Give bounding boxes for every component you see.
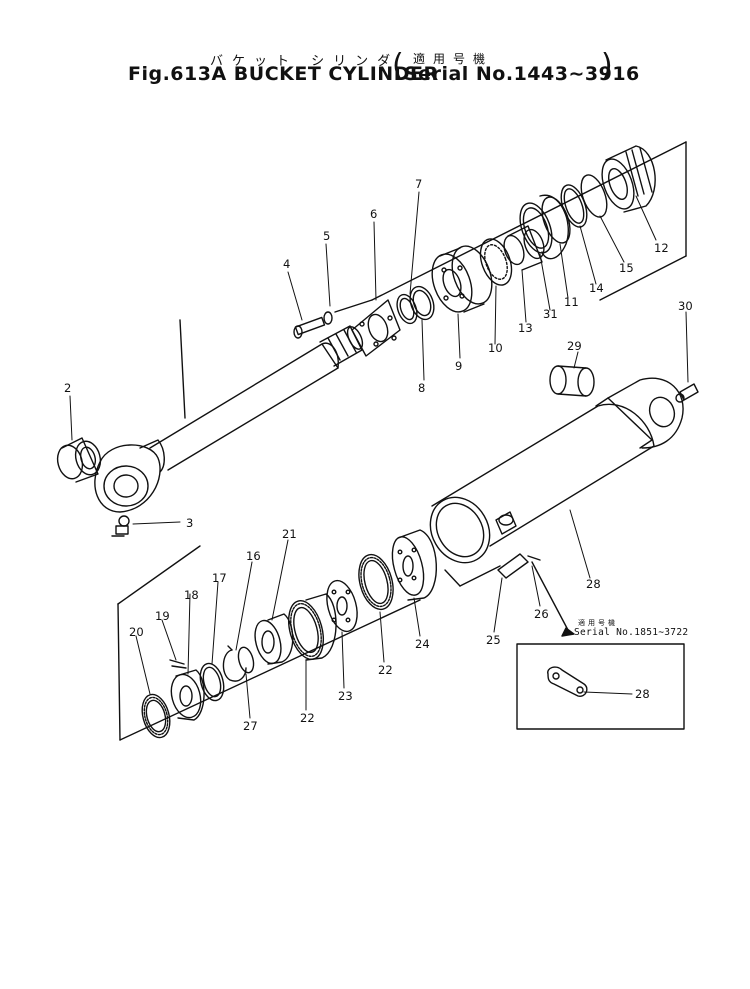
label-28-inset: 28 bbox=[635, 687, 650, 701]
fitting-30 bbox=[675, 383, 699, 403]
label-20: 20 bbox=[129, 625, 144, 639]
bolt-4 bbox=[293, 311, 333, 339]
serial-range: Serial No.1443∼3916 bbox=[404, 63, 640, 85]
inset-box bbox=[516, 643, 685, 730]
paren-close: ) bbox=[601, 48, 613, 83]
label-22a: 22 bbox=[378, 663, 393, 677]
label-15: 15 bbox=[619, 261, 634, 275]
ring-15 bbox=[580, 174, 608, 218]
leader-lines bbox=[69, 191, 689, 719]
label-11: 11 bbox=[564, 295, 579, 309]
ring-8 bbox=[409, 285, 435, 321]
label-10: 10 bbox=[488, 341, 503, 355]
label-8: 8 bbox=[418, 381, 425, 395]
rod-leader-line bbox=[179, 319, 186, 419]
label-6: 6 bbox=[370, 207, 377, 221]
label-2: 2 bbox=[64, 381, 71, 395]
plate-23 bbox=[326, 579, 358, 633]
label-3: 3 bbox=[186, 516, 193, 530]
ring-8-inner bbox=[412, 289, 432, 317]
jp-serial-label: 適用号機 bbox=[413, 52, 494, 66]
snap-ring-16 bbox=[222, 645, 247, 682]
bushing-13 bbox=[503, 225, 545, 271]
label-25: 25 bbox=[486, 633, 501, 647]
label-23: 23 bbox=[338, 689, 353, 703]
wear-ring-22a bbox=[358, 553, 394, 611]
fitting-25-26 bbox=[497, 553, 575, 637]
piston-24 bbox=[391, 529, 437, 601]
ring-27 bbox=[237, 646, 255, 674]
label-19: 19 bbox=[155, 609, 170, 623]
label-9: 9 bbox=[455, 359, 462, 373]
label-30: 30 bbox=[678, 299, 693, 313]
ring-14-inner bbox=[563, 188, 585, 224]
label-24: 24 bbox=[415, 637, 430, 651]
label-16: 16 bbox=[246, 549, 261, 563]
cylinder-tube-28 bbox=[429, 377, 684, 564]
gland-9 bbox=[431, 245, 493, 313]
label-18: 18 bbox=[184, 588, 199, 602]
ring-7 bbox=[396, 293, 418, 325]
ring-11-face bbox=[541, 196, 571, 244]
label-5: 5 bbox=[323, 229, 330, 243]
label-7: 7 bbox=[415, 177, 422, 191]
inset-serial-jp: 適用号機 bbox=[578, 619, 618, 627]
jp-title: バケット シリンダ bbox=[210, 54, 400, 69]
nut-18 bbox=[170, 669, 205, 721]
pin-19 bbox=[169, 659, 187, 669]
group-bracket-top bbox=[334, 141, 687, 313]
plate-28-inset bbox=[547, 666, 588, 697]
label-12: 12 bbox=[654, 241, 669, 255]
ring-21 bbox=[254, 613, 294, 665]
ring-31 bbox=[519, 202, 553, 254]
label-13: 13 bbox=[518, 321, 533, 335]
bushing-29 bbox=[549, 365, 595, 397]
label-29: 29 bbox=[567, 339, 582, 353]
ring-31-inner bbox=[522, 207, 550, 249]
ring-7-inner bbox=[399, 297, 415, 321]
label-28: 28 bbox=[586, 577, 601, 591]
flange-6 bbox=[351, 299, 401, 357]
label-22b: 22 bbox=[300, 711, 315, 725]
label-14: 14 bbox=[589, 281, 604, 295]
figure-title: Fig.613A BUCKET CYLINDER bbox=[128, 63, 439, 85]
piston-rod bbox=[94, 325, 364, 513]
part-labels: 2 3 4 5 6 7 8 9 10 13 31 11 14 15 12 30 … bbox=[64, 177, 693, 733]
label-31: 31 bbox=[543, 307, 558, 321]
bushing-2 bbox=[56, 437, 102, 483]
label-27: 27 bbox=[243, 719, 258, 733]
ring-20 bbox=[141, 693, 171, 739]
label-17: 17 bbox=[212, 571, 227, 585]
grease-fitting-3 bbox=[111, 515, 130, 537]
paren-open: ( bbox=[392, 48, 404, 83]
seal-10 bbox=[479, 238, 513, 286]
ring-17 bbox=[199, 662, 225, 702]
inset-serial-note: Serial No.1851∼3722 bbox=[574, 627, 689, 638]
head-12 bbox=[601, 145, 656, 213]
label-4: 4 bbox=[283, 257, 290, 271]
label-26: 26 bbox=[534, 607, 549, 621]
label-21: 21 bbox=[282, 527, 297, 541]
